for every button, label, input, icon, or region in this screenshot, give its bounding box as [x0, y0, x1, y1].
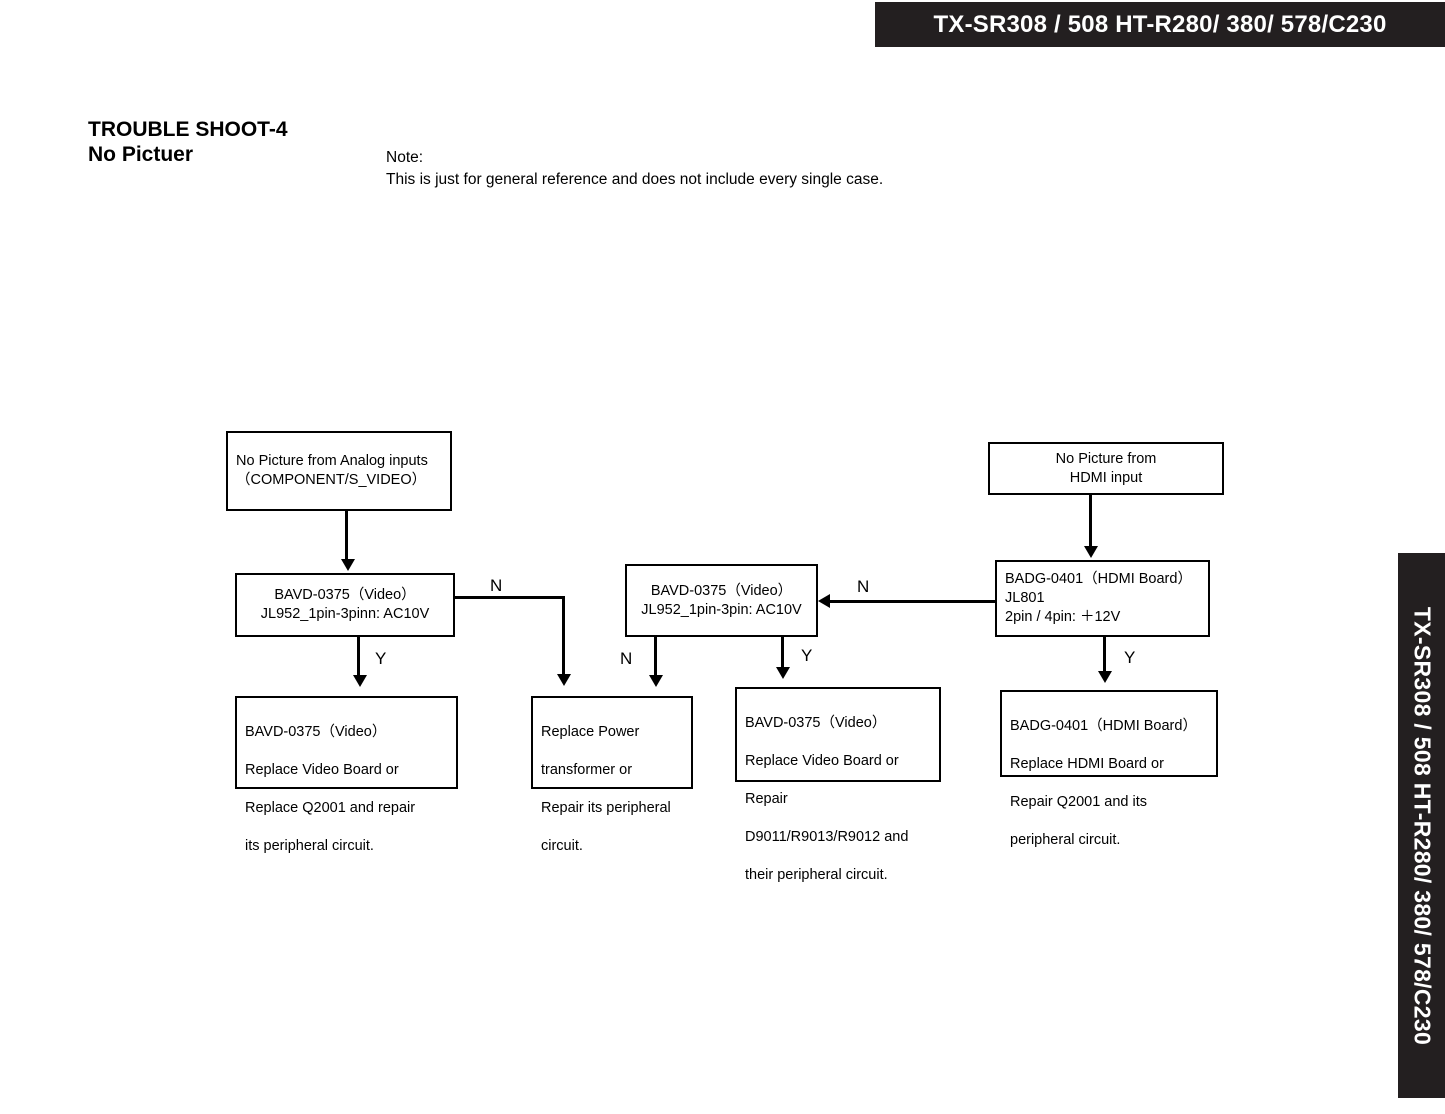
node-analog-start-line-1: No Picture from Analog inputs: [236, 453, 428, 469]
side-tab: TX-SR308 / 508 HT-R280/ 380/ 578/C230: [1398, 553, 1445, 1098]
node-power-action-line-3: Repair its peripheral: [541, 800, 671, 816]
note-label: Note:: [386, 149, 424, 166]
node-hdmi-yes-action-line-4: peripheral circuit.: [1010, 832, 1121, 848]
edge-hdmi-start-to-check-line: [1089, 495, 1092, 548]
node-power-action-line-1: Replace Power: [541, 724, 640, 740]
edge-mid-no-arrow: [649, 675, 663, 687]
node-hdmi-yes-action-line-3: Repair Q2001 and its: [1010, 794, 1148, 810]
edge-mid-no-line: [654, 637, 657, 677]
note-block: Note: This is just for general reference…: [386, 147, 1066, 191]
page-title-line-1: TROUBLE SHOOT-4: [88, 118, 288, 141]
node-mid-yes-action: BAVD-0375（Video） Replace Video Board or …: [735, 687, 941, 883]
node-hdmi-check-line-1: BADG-0401（HDMI Board）: [1005, 571, 1192, 587]
node-analog-check-line-1: BAVD-0375（Video）: [274, 587, 416, 603]
node-mid-check-line-1: BAVD-0375（Video）: [650, 582, 793, 599]
node-analog-start: No Picture from Analog inputs （COMPONENT…: [226, 431, 452, 511]
node-hdmi-check-line-2: JL801: [1005, 590, 1045, 606]
edge-label-mid-yes: Y: [801, 646, 813, 665]
node-hdmi-yes-action: BADG-0401（HDMI Board） Replace HDMI Board…: [1000, 690, 1218, 848]
node-analog-yes-action: BAVD-0375（Video） Replace Video Board or …: [235, 696, 458, 854]
edge-label-mid-no: N: [620, 649, 633, 668]
node-analog-yes-action-line-2: Replace Video Board or: [245, 762, 399, 778]
node-hdmi-check-line-3: 2pin / 4pin: ＋12V: [1005, 609, 1121, 625]
header-banner-text: TX-SR308 / 508 HT-R280/ 380/ 578/C230: [933, 10, 1387, 38]
node-analog-check-line-2: JL952_1pin-3pinn: AC10V: [260, 606, 430, 622]
edge-analog-no-hline: [455, 596, 565, 599]
edge-hdmi-no-line: [828, 600, 995, 603]
edge-label-hdmi-yes: Y: [1124, 648, 1136, 667]
edge-mid-yes-arrow: [776, 667, 790, 679]
node-mid-yes-action-line-4: D9011/R9013/R9012 and: [745, 829, 909, 845]
edge-analog-yes-arrow: [353, 675, 367, 687]
node-mid-check: BAVD-0375（Video） JL952_1pin-3pin: AC10V: [625, 564, 818, 637]
node-hdmi-start-line-2: HDMI input: [1069, 469, 1143, 486]
edge-hdmi-yes-line: [1103, 637, 1106, 673]
edge-label-hdmi-no: N: [857, 577, 870, 596]
edge-label-analog-yes: Y: [375, 649, 387, 668]
node-analog-yes-action-line-1: BAVD-0375（Video）: [245, 724, 387, 740]
node-hdmi-check: BADG-0401（HDMI Board） JL801 2pin / 4pin:…: [995, 560, 1210, 637]
edge-analog-no-vline: [562, 596, 565, 676]
node-hdmi-yes-action-line-1: BADG-0401（HDMI Board）: [1010, 718, 1197, 734]
node-analog-yes-action-line-4: its peripheral circuit.: [245, 838, 374, 854]
node-hdmi-yes-action-line-2: Replace HDMI Board or: [1010, 756, 1164, 772]
edge-analog-no-arrow: [557, 674, 571, 686]
edge-analog-yes-line: [357, 637, 360, 677]
node-hdmi-start: No Picture from HDMI input: [988, 442, 1224, 495]
node-mid-yes-action-line-5: their peripheral circuit.: [745, 867, 888, 883]
edge-label-analog-no: N: [490, 576, 503, 595]
node-mid-yes-action-line-1: BAVD-0375（Video）: [745, 715, 887, 731]
node-mid-yes-action-line-3: Repair: [745, 791, 788, 807]
edge-hdmi-no-arrow: [818, 594, 830, 608]
node-power-action: Replace Power transformer or Repair its …: [531, 696, 693, 854]
edge-hdmi-start-to-check-arrow: [1084, 546, 1098, 558]
node-power-action-line-4: circuit.: [541, 838, 583, 854]
header-banner: TX-SR308 / 508 HT-R280/ 380/ 578/C230: [875, 2, 1445, 47]
note-text: This is just for general reference and d…: [386, 171, 884, 188]
edge-mid-yes-line: [781, 637, 784, 669]
node-mid-yes-action-line-2: Replace Video Board or: [745, 753, 899, 769]
node-analog-check: BAVD-0375（Video） JL952_1pin-3pinn: AC10V: [235, 573, 455, 637]
node-power-action-line-2: transformer or: [541, 762, 633, 778]
node-analog-yes-action-line-3: Replace Q2001 and repair: [245, 800, 416, 816]
node-analog-start-line-2: （COMPONENT/S_VIDEO）: [236, 472, 427, 488]
page-title-line-2: No Pictuer: [88, 143, 194, 166]
page-title: TROUBLE SHOOT-4 No Pictuer: [88, 117, 408, 167]
node-hdmi-start-line-1: No Picture from: [1055, 450, 1157, 467]
node-mid-check-line-2: JL952_1pin-3pin: AC10V: [641, 601, 802, 618]
edge-hdmi-yes-arrow: [1098, 671, 1112, 683]
edge-analog-start-to-check-line: [345, 511, 348, 561]
edge-analog-start-to-check-arrow: [341, 559, 355, 571]
